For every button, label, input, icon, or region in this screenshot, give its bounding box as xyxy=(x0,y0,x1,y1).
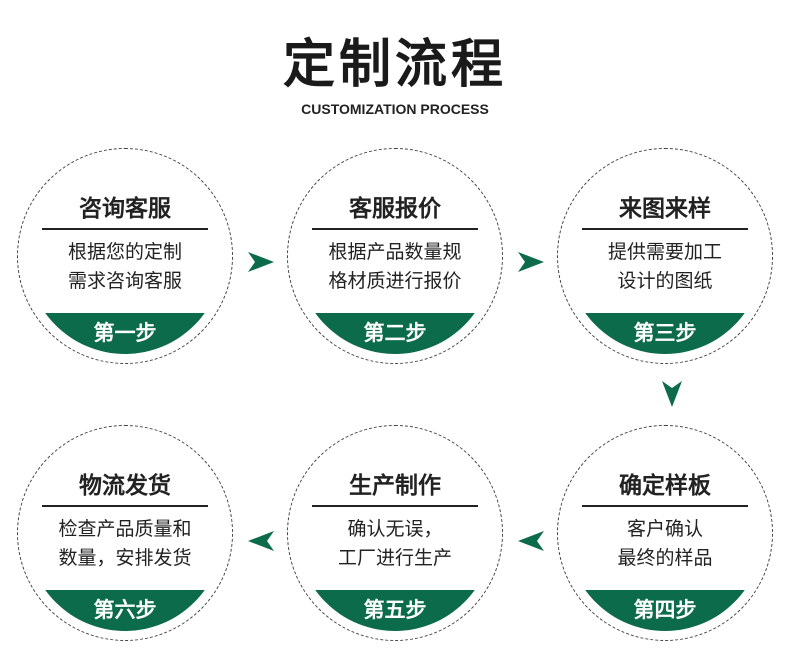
page-title: 定制流程 xyxy=(282,35,507,95)
step-badge: 第四步 xyxy=(567,590,763,631)
step-badge: 第三步 xyxy=(567,313,763,354)
step-desc-line: 数量，安排发货 xyxy=(58,547,192,569)
step-desc-line: 根据您的定制 xyxy=(67,241,182,263)
step-desc-line: 最终的样品 xyxy=(617,547,713,569)
page-subtitle: CUSTOMIZATION PROCESS xyxy=(301,101,489,117)
arrow-down-icon xyxy=(662,381,682,407)
divider xyxy=(312,505,478,507)
divider xyxy=(42,505,208,507)
step-label: 第二步 xyxy=(363,321,427,345)
step-title: 来图来样 xyxy=(619,196,711,222)
step-desc-line: 提供需要加工 xyxy=(607,241,722,263)
step-desc-line: 需求咨询客服 xyxy=(67,270,182,292)
arrow-left-icon xyxy=(518,531,544,551)
divider xyxy=(312,228,478,230)
arrow-right-icon xyxy=(518,252,544,272)
divider xyxy=(582,228,748,230)
step-6-circle: 物流发货 检查产品质量和 数量，安排发货 第六步 xyxy=(17,425,233,641)
step-title: 客服报价 xyxy=(349,196,441,222)
step-badge: 第二步 xyxy=(297,313,493,354)
step-label: 第三步 xyxy=(633,321,697,345)
step-desc-line: 检查产品质量和 xyxy=(58,518,192,540)
step-desc-line: 客户确认 xyxy=(626,518,703,540)
step-title: 确定样板 xyxy=(619,473,711,499)
step-desc-line: 设计的图纸 xyxy=(617,270,713,292)
step-desc-line: 格材质进行报价 xyxy=(328,270,462,292)
step-desc-line: 确认无误， xyxy=(347,518,443,540)
step-title: 物流发货 xyxy=(79,473,171,499)
step-title: 咨询客服 xyxy=(79,196,171,222)
step-label: 第六步 xyxy=(93,598,157,622)
arrow-left-icon xyxy=(248,531,274,551)
step-label: 第五步 xyxy=(363,598,427,622)
step-5-circle: 生产制作 确认无误， 工厂进行生产 第五步 xyxy=(287,425,503,641)
step-4-circle: 确定样板 客户确认 最终的样品 第四步 xyxy=(557,425,773,641)
step-badge: 第五步 xyxy=(297,590,493,631)
step-desc-line: 工厂进行生产 xyxy=(337,547,452,569)
step-badge: 第六步 xyxy=(27,590,223,631)
step-label: 第四步 xyxy=(633,598,697,622)
step-2-circle: 客服报价 根据产品数量规 格材质进行报价 第二步 xyxy=(287,148,503,364)
step-1-circle: 咨询客服 根据您的定制 需求咨询客服 第一步 xyxy=(17,148,233,364)
divider xyxy=(42,228,208,230)
step-label: 第一步 xyxy=(93,321,157,345)
arrow-right-icon xyxy=(248,252,274,272)
step-title: 生产制作 xyxy=(349,473,441,499)
step-badge: 第一步 xyxy=(27,313,223,354)
divider xyxy=(582,505,748,507)
step-desc-line: 根据产品数量规 xyxy=(328,241,462,263)
step-3-circle: 来图来样 提供需要加工 设计的图纸 第三步 xyxy=(557,148,773,364)
